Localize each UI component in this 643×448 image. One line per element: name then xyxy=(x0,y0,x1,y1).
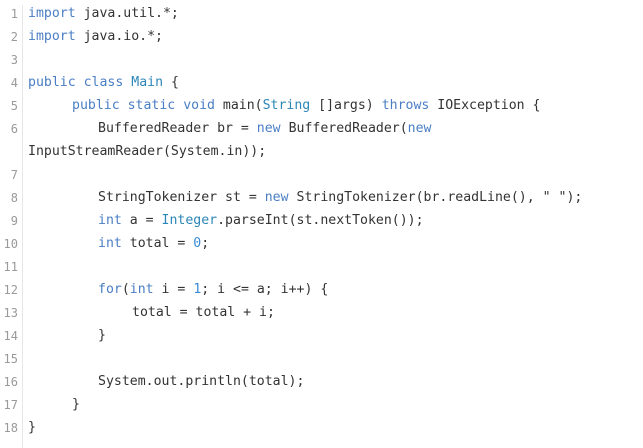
line-number: 7 xyxy=(10,168,18,182)
line-number: 6 xyxy=(10,122,18,136)
code-text: []args) xyxy=(310,98,382,113)
keyword: new xyxy=(256,121,281,136)
code-text: java.io.*; xyxy=(75,29,163,44)
keyword: for xyxy=(98,282,122,297)
code-line-14[interactable]: } xyxy=(98,327,106,345)
keyword: int xyxy=(98,236,122,251)
code-text: total = xyxy=(121,236,194,251)
code-text: a = xyxy=(121,213,162,228)
line-number: 2 xyxy=(10,30,18,44)
code-text: } xyxy=(98,328,106,343)
code-line-13[interactable]: total = total + i; xyxy=(132,304,275,322)
code-text: BufferedReader br = xyxy=(98,121,257,136)
code-text: StringTokenizer(br.readLine(), " "); xyxy=(288,190,583,205)
keyword: new xyxy=(264,190,289,205)
code-line-18[interactable]: } xyxy=(28,419,36,437)
type-name: String xyxy=(262,98,311,113)
code-text: total = total + i; xyxy=(132,305,275,320)
class-name: Main xyxy=(131,75,164,90)
code-line-9[interactable]: int a = Integer.parseInt(st.nextToken())… xyxy=(98,212,424,230)
code-text: IOException { xyxy=(429,98,541,113)
code-text: StringTokenizer st = xyxy=(98,190,265,205)
number-literal: 1 xyxy=(193,282,202,297)
code-line-4[interactable]: public class Main { xyxy=(28,74,179,92)
code-text: { xyxy=(163,75,179,90)
code-line-2[interactable]: import java.io.*; xyxy=(28,28,163,46)
line-number: 11 xyxy=(3,260,18,274)
code-text: } xyxy=(28,420,36,435)
keyword: int xyxy=(129,282,154,297)
type-name: Integer xyxy=(161,213,218,228)
code-line-12[interactable]: for(int i = 1; i <= a; i++) { xyxy=(98,281,328,299)
line-number: 13 xyxy=(3,306,18,320)
line-number-gutter: 1 2 3 4 5 6 7 8 9 10 11 12 13 14 15 16 1… xyxy=(0,5,23,448)
line-number: 12 xyxy=(3,283,18,297)
line-number: 15 xyxy=(3,352,18,366)
code-line-1[interactable]: import java.util.*; xyxy=(28,5,179,23)
code-line-10[interactable]: int total = 0; xyxy=(98,235,209,253)
code-text: ; xyxy=(201,236,210,251)
code-text: .parseInt(st.nextToken()); xyxy=(217,213,424,228)
keyword: import xyxy=(28,29,76,44)
keyword: public xyxy=(28,75,76,90)
keyword: int xyxy=(98,213,122,228)
code-line-6-wrap[interactable]: InputStreamReader(System.in)); xyxy=(28,143,266,161)
line-number: 10 xyxy=(3,237,18,251)
code-text: ; i <= a; i++) { xyxy=(201,282,329,297)
keyword: static xyxy=(127,98,176,113)
line-number: 3 xyxy=(10,53,18,67)
number-literal: 0 xyxy=(193,236,202,251)
line-number: 14 xyxy=(3,329,18,343)
code-text: InputStreamReader(System.in)); xyxy=(28,144,267,159)
keyword: import xyxy=(28,6,76,21)
code-text: System.out.println(total); xyxy=(98,374,305,389)
code-text: BufferedReader( xyxy=(280,121,408,136)
code-text: main( xyxy=(214,98,263,113)
keyword: throws xyxy=(381,98,430,113)
code-line-16[interactable]: System.out.println(total); xyxy=(98,373,304,391)
line-number: 17 xyxy=(3,398,18,412)
code-text: i = xyxy=(153,282,194,297)
line-number: 5 xyxy=(10,99,18,113)
keyword: class xyxy=(83,75,124,90)
line-number: 4 xyxy=(10,76,18,90)
code-text: ( xyxy=(121,282,130,297)
keyword: public xyxy=(72,98,120,113)
line-number: 16 xyxy=(3,375,18,389)
line-number: 8 xyxy=(10,191,18,205)
code-text: java.util.*; xyxy=(75,6,179,21)
keyword: new xyxy=(407,121,432,136)
code-line-17[interactable]: } xyxy=(72,396,80,414)
line-number: 18 xyxy=(3,421,18,435)
code-line-5[interactable]: public static void main(String []args) t… xyxy=(72,97,541,115)
code-text: } xyxy=(72,397,80,412)
code-line-8[interactable]: StringTokenizer st = new StringTokenizer… xyxy=(98,189,582,207)
line-number: 1 xyxy=(10,7,18,21)
line-number: 9 xyxy=(10,214,18,228)
keyword: void xyxy=(183,98,215,113)
code-line-6[interactable]: BufferedReader br = new BufferedReader(n… xyxy=(98,120,432,138)
